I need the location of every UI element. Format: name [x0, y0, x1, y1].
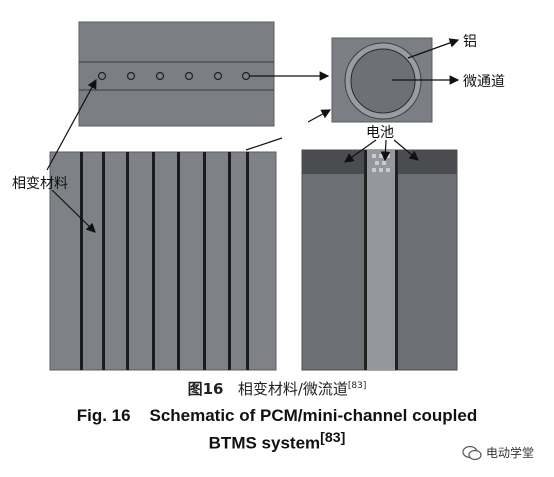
caption-english-line2: BTMS system[83] — [0, 430, 554, 454]
top-section-view — [78, 21, 275, 127]
channel-holes — [97, 71, 251, 81]
battery-arrow-left — [344, 139, 377, 163]
caption-english-line1: Fig. 16 Schematic of PCM/mini-channel co… — [0, 406, 554, 426]
label-microchannel: 微通道 — [463, 74, 505, 90]
pcm-panel — [49, 151, 277, 371]
caption-chinese: 图16 相变材料/微流道[83] — [0, 378, 554, 399]
aluminum-arrow — [407, 38, 460, 59]
panel-connector-line — [245, 137, 283, 151]
caption-en-line1-text: Fig. 16 Schematic of PCM/mini-channel co… — [76, 406, 478, 425]
caption-cn-ref: [83] — [347, 381, 367, 391]
battery-arrow-mid — [380, 139, 391, 162]
label-pcm: 相变材料 — [12, 176, 68, 192]
caption-cn-text: 相变材料/微流道 — [237, 380, 348, 398]
watermark-text: 电动学堂 — [486, 446, 535, 460]
caption-en-line2-text: BTMS system — [208, 433, 321, 453]
wechat-icon — [462, 445, 482, 460]
caption-cn-fig: 图16 — [187, 380, 224, 398]
battery-arrow-right — [393, 139, 419, 161]
battery-panel — [301, 149, 458, 371]
pcm-arrow-down — [51, 189, 96, 233]
label-aluminum: 铝 — [463, 34, 477, 50]
detail-pointer-arrow — [307, 109, 332, 123]
diagram-canvas: 铝 微通道 电池 相变材料 — [12, 21, 505, 371]
label-battery: 电池 — [366, 125, 394, 141]
watermark: 电动学堂 — [462, 444, 534, 461]
caption-en-ref: [83] — [320, 430, 346, 446]
pcm-arrow-up — [46, 78, 97, 171]
